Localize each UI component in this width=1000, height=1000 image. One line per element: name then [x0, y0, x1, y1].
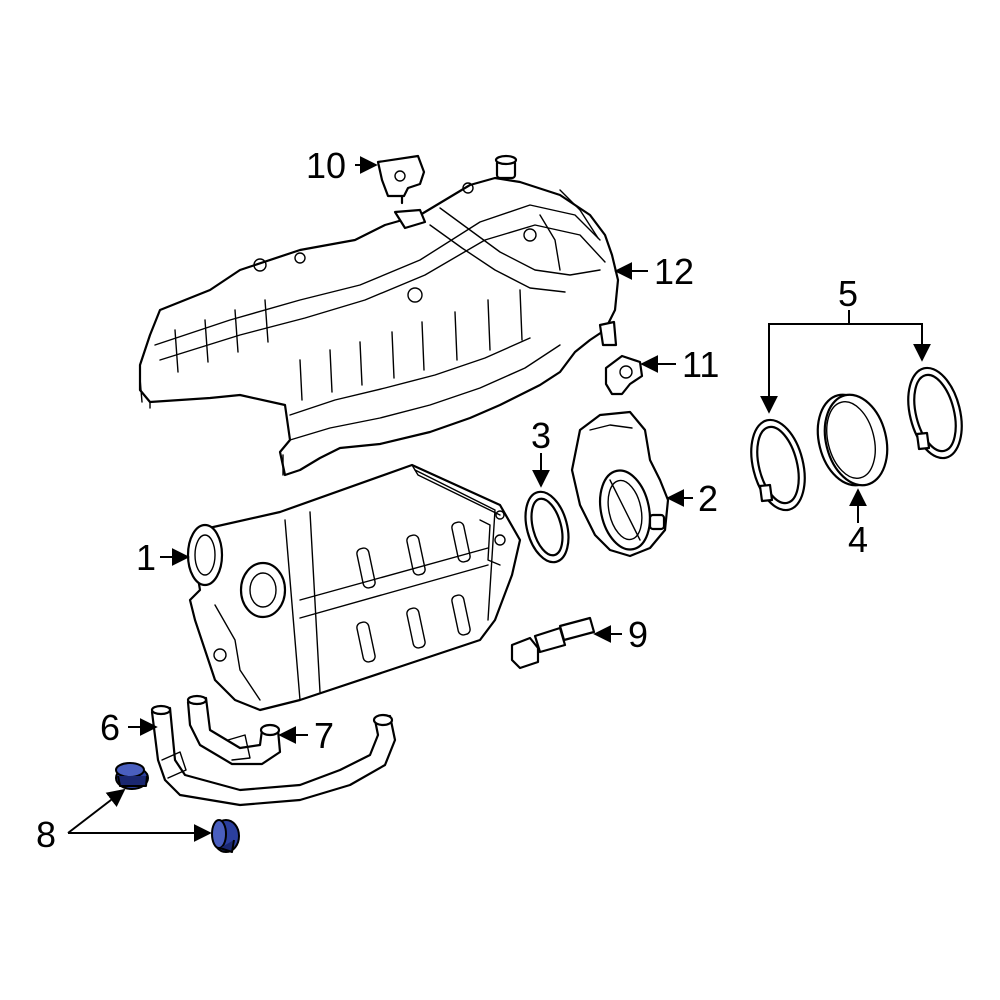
- callout-8: 8: [36, 814, 56, 855]
- callout-labels: 10 12 5 11 3 2 4 1 9 6 7 8: [36, 145, 868, 855]
- callout-1: 1: [136, 537, 156, 578]
- hose-part-7: [186, 694, 282, 766]
- callout-3: 3: [531, 415, 551, 456]
- throttle-body: [570, 410, 670, 558]
- callout-4: 4: [848, 519, 868, 560]
- callout-5: 5: [838, 273, 858, 314]
- leader-lines: [67, 156, 931, 842]
- clamp-right: [907, 366, 963, 460]
- sensor-part-9: [510, 616, 596, 670]
- coolant-hose: [150, 704, 397, 807]
- intercooler: [186, 463, 522, 712]
- sensor-part-11: [604, 354, 644, 396]
- sensor-part-10: [376, 154, 426, 205]
- callout-12: 12: [654, 251, 694, 292]
- sleeve: [816, 393, 889, 487]
- clamp-left: [750, 418, 806, 512]
- callout-7: 7: [314, 715, 334, 756]
- callout-2: 2: [698, 478, 718, 519]
- callout-10: 10: [306, 145, 346, 186]
- cap-lower: [211, 819, 240, 853]
- callout-6: 6: [100, 707, 120, 748]
- gasket: [524, 490, 570, 564]
- intake-manifold: [138, 154, 620, 477]
- callout-11: 11: [682, 344, 719, 385]
- cap-upper: [115, 762, 149, 790]
- callout-9: 9: [628, 614, 648, 655]
